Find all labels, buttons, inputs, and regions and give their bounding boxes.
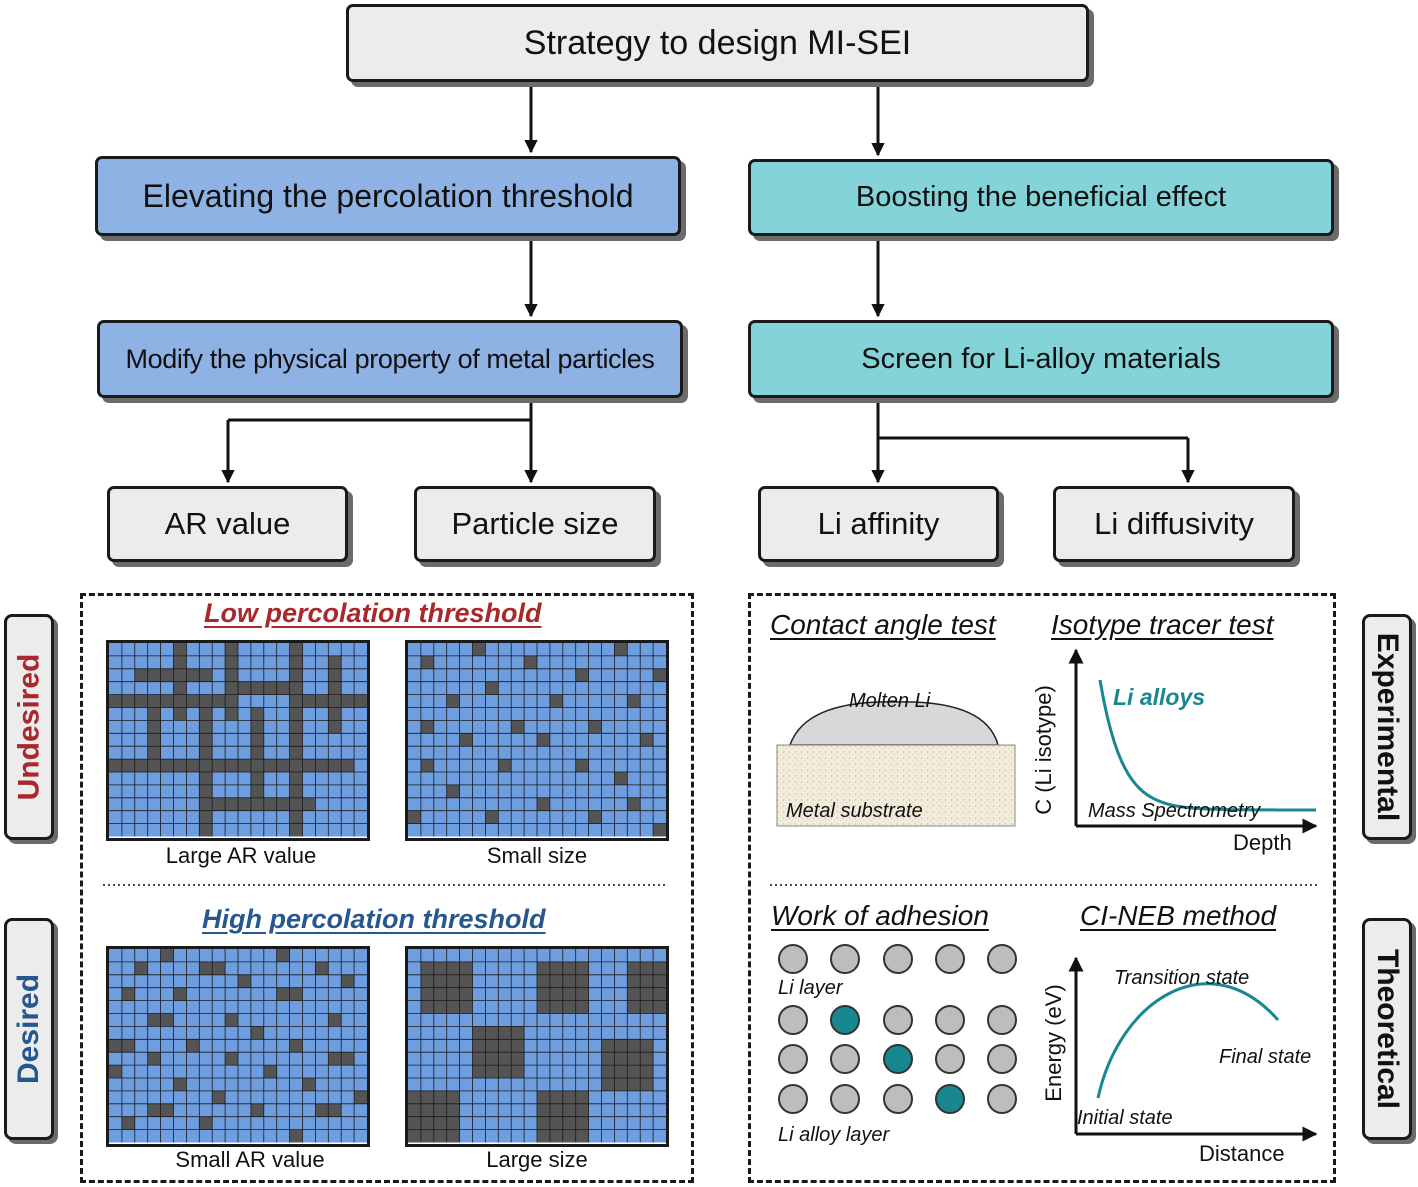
- li-atom: [778, 1084, 808, 1114]
- caption-large-size: Large size: [486, 1147, 588, 1172]
- ar-value-box: AR value: [107, 486, 348, 562]
- li-atom: [987, 1084, 1017, 1114]
- metal-substrate-label: Metal substrate: [786, 800, 923, 822]
- left-sub-box: Modify the physical property of metal pa…: [97, 320, 683, 398]
- undesired-tag: Undesired: [4, 614, 54, 840]
- isotope-y-label: C (Li isotype): [1031, 685, 1056, 815]
- percolation-panel: [80, 593, 694, 1183]
- li-atom: [883, 1084, 913, 1114]
- li-atom: [883, 944, 913, 974]
- alloy-atom: [935, 1084, 965, 1114]
- li-atom: [830, 944, 860, 974]
- li-atom: [830, 1084, 860, 1114]
- particle-size-box: Particle size: [414, 486, 656, 562]
- desired-tag: Desired: [4, 918, 54, 1140]
- li-atom: [778, 1044, 808, 1074]
- li-atom: [778, 1005, 808, 1035]
- neb-y-label: Energy (eV): [1041, 984, 1066, 1102]
- alloy-atom: [883, 1044, 913, 1074]
- work-of-adhesion-title: Work of adhesion: [771, 900, 989, 931]
- caption-small-ar: Small AR value: [175, 1147, 325, 1172]
- screening-panel: [748, 593, 1336, 1183]
- li-alloy-layer-label: Li alloy layer: [778, 1124, 890, 1146]
- ci-neb-title: CI-NEB method: [1080, 900, 1277, 931]
- contact-angle-title: Contact angle test: [770, 609, 996, 640]
- neb-plot: [1068, 956, 1318, 1142]
- li-atom: [987, 1005, 1017, 1035]
- left-branch-box: Elevating the percolation threshold: [95, 156, 681, 236]
- li-diffusivity-box: Li diffusivity: [1053, 486, 1295, 562]
- caption-large-ar: Large AR value: [165, 843, 317, 868]
- isotope-x-label: Depth: [1233, 830, 1292, 855]
- mass-spectrometry-label: Mass Spectrometry: [1088, 800, 1261, 822]
- experimental-tag: Experimental: [1362, 614, 1412, 840]
- li-atom: [987, 944, 1017, 974]
- li-layer-label: Li layer: [778, 977, 843, 999]
- theoretical-tag: Theoretical: [1362, 918, 1412, 1140]
- li-atom: [935, 944, 965, 974]
- neb-x-label: Distance: [1199, 1141, 1285, 1166]
- isotope-plot: [1068, 648, 1318, 834]
- low-percolation-title: Low percolation threshold: [204, 598, 542, 628]
- grid-large-ar: [106, 640, 370, 841]
- li-atom: [778, 944, 808, 974]
- li-atom: [883, 1005, 913, 1035]
- initial-state-label: Initial state: [1077, 1107, 1173, 1129]
- isotope-tracer-title: Isotype tracer test: [1051, 609, 1274, 640]
- li-affinity-box: Li affinity: [758, 486, 999, 562]
- final-state-label: Final state: [1219, 1046, 1312, 1068]
- root-box: Strategy to design MI-SEI: [346, 4, 1089, 82]
- right-sub-box: Screen for Li-alloy materials: [748, 320, 1334, 398]
- contact-angle-illustration: [776, 701, 1016, 827]
- li-atom: [987, 1044, 1017, 1074]
- li-atom: [830, 1044, 860, 1074]
- li-atom: [935, 1005, 965, 1035]
- high-percolation-title: High percolation threshold: [202, 904, 546, 934]
- transition-state-label: Transition state: [1114, 967, 1250, 989]
- alloy-atom: [830, 1005, 860, 1035]
- molten-li-label: Molten Li: [849, 690, 931, 712]
- grid-small-ar: [106, 946, 370, 1147]
- right-branch-box: Boosting the beneficial effect: [748, 159, 1334, 236]
- li-alloys-label: Li alloys: [1113, 684, 1206, 710]
- grid-large-size: [405, 946, 669, 1147]
- grid-small-size: [405, 640, 669, 841]
- caption-small-size: Small size: [486, 843, 588, 868]
- li-atom: [935, 1044, 965, 1074]
